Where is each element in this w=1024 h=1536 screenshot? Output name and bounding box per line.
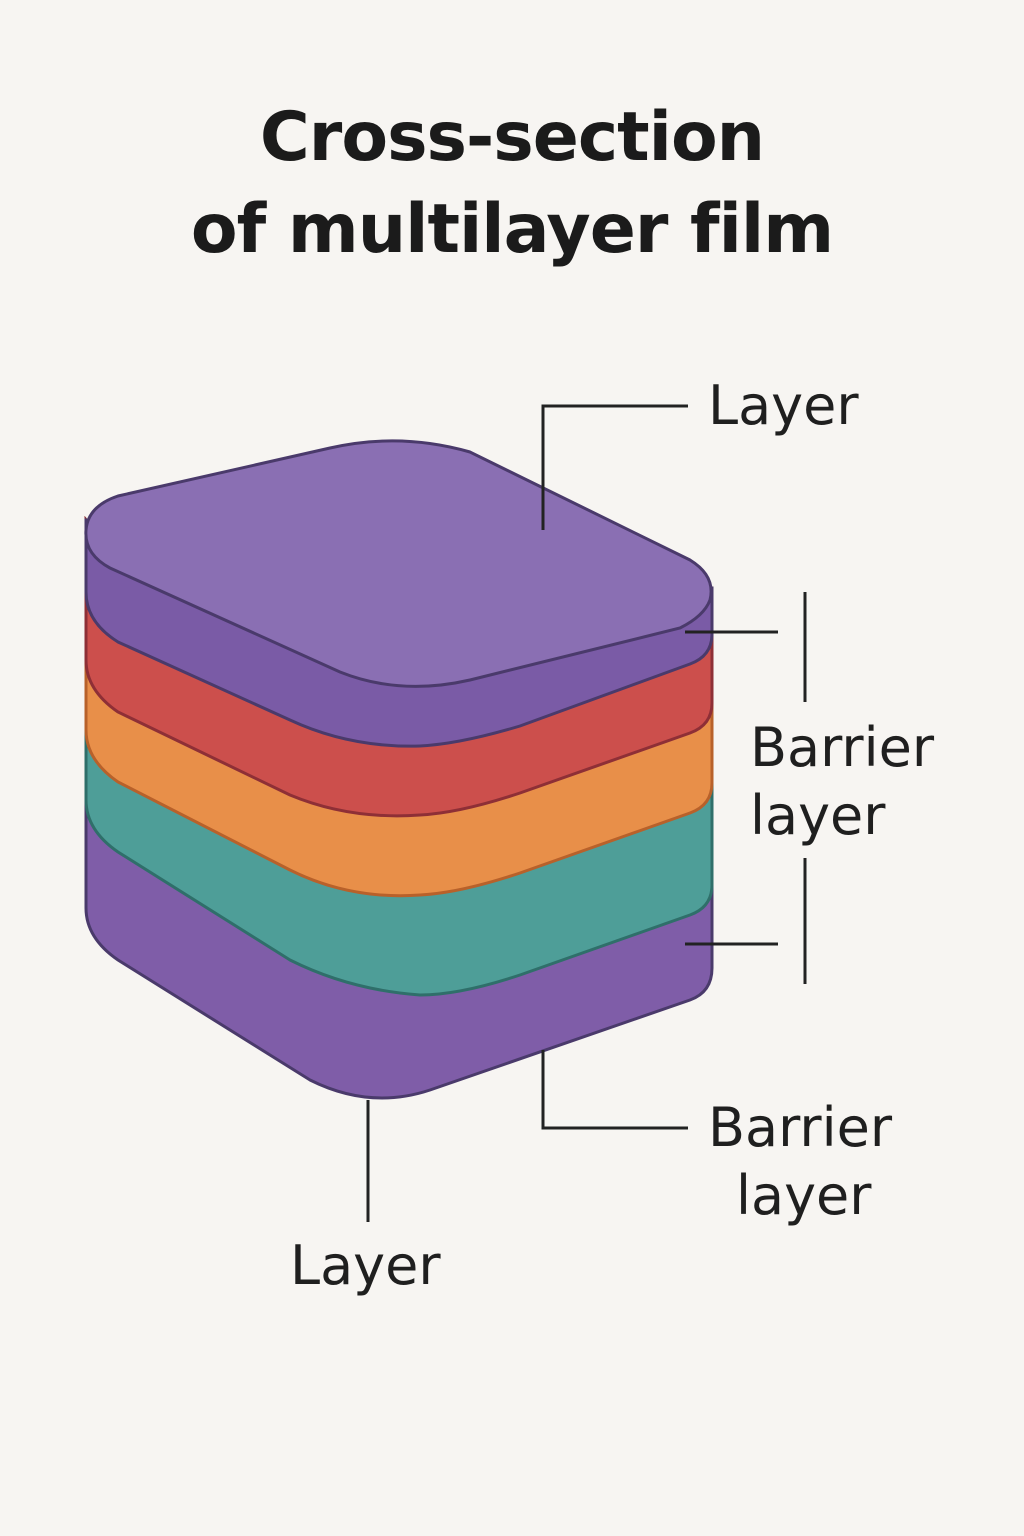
label-barrier-bottom-line-2: layer xyxy=(736,1164,872,1227)
title-line-1: Cross-section xyxy=(259,98,765,177)
leader-lines xyxy=(366,404,807,1222)
label-bottom-layer: Layer xyxy=(290,1234,441,1297)
page-title: Cross-section of multilayer film xyxy=(0,92,1024,276)
title-line-2: of multilayer film xyxy=(190,190,834,269)
leader-top-layer xyxy=(541,404,688,530)
label-top-layer: Layer xyxy=(708,374,859,437)
leader-barrier-bottom xyxy=(541,1050,688,1130)
label-barrier-right-line-1: Barrier xyxy=(750,716,935,779)
label-barrier-bottom: Barrier layer xyxy=(708,1094,892,1230)
layer-top-purple-face xyxy=(84,439,713,688)
label-barrier-right: Barrier layer xyxy=(750,714,934,850)
label-barrier-right-line-2: layer xyxy=(750,784,886,847)
label-barrier-bottom-line-1: Barrier xyxy=(708,1096,893,1159)
